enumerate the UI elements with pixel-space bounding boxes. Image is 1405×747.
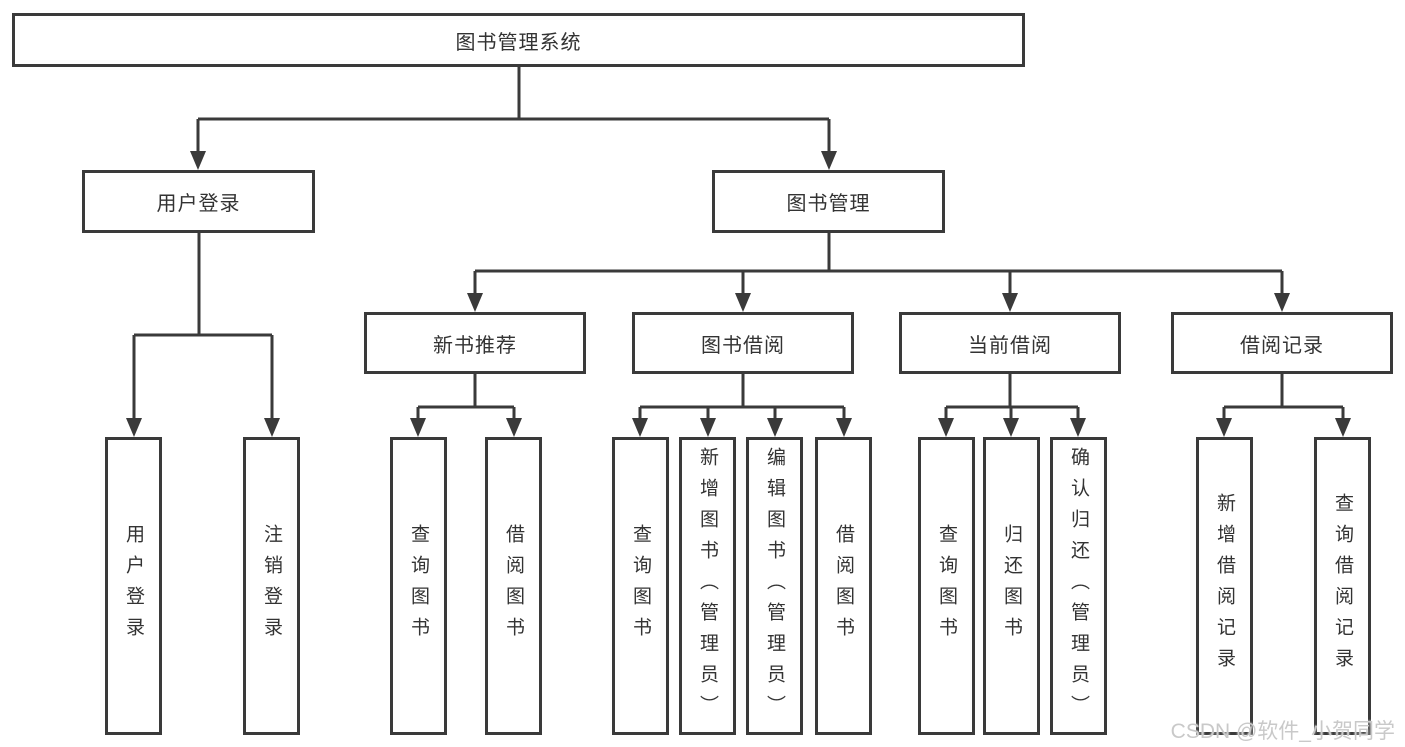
node-label: 确认归还（管理员） <box>1068 446 1089 726</box>
edge-lines <box>944 372 1080 422</box>
node-user-login-leaf: 用户登录 <box>105 437 162 735</box>
node-query-books-borrow: 查询图书 <box>612 437 669 735</box>
csdn-watermark: CSDN @软件_小贺同学 <box>1170 720 1395 743</box>
node-label: 查询图书 <box>936 524 957 648</box>
edge-lines <box>416 372 516 422</box>
node-label: 用户登录 <box>156 193 241 215</box>
arrowhead-down-icon <box>264 418 280 437</box>
node-label: 新增借阅记录 <box>1214 493 1235 679</box>
arrowhead-down-icon <box>767 418 783 437</box>
node-label: 编辑图书（管理员） <box>764 446 785 726</box>
arrowhead-down-icon <box>1274 293 1290 312</box>
node-query-books-recommend: 查询图书 <box>390 437 447 735</box>
arrowhead-down-icon <box>410 418 426 437</box>
node-library-system: 图书管理系统 <box>12 13 1025 67</box>
node-label: 当前借阅 <box>968 334 1052 357</box>
node-label: 借阅图书 <box>503 524 524 648</box>
edge-lines <box>1222 372 1345 422</box>
node-label: 查询图书 <box>630 524 651 648</box>
node-edit-book-admin: 编辑图书（管理员） <box>746 437 803 735</box>
arrowhead-down-icon <box>735 293 751 312</box>
node-label: 图书借阅 <box>701 334 785 357</box>
arrowhead-down-icon <box>1003 418 1019 437</box>
node-add-borrow-record: 新增借阅记录 <box>1196 437 1253 735</box>
node-user-login: 用户登录 <box>82 170 315 233</box>
edge-user-login-to-leaves <box>126 231 280 437</box>
edge-lines <box>638 372 846 422</box>
node-query-borrow-record: 查询借阅记录 <box>1314 437 1371 735</box>
edge-book-borrow-to-leaves <box>632 372 852 437</box>
arrowhead-down-icon <box>700 418 716 437</box>
node-label: 用户登录 <box>123 524 144 648</box>
node-label: 注销登录 <box>261 524 282 648</box>
edge-current-borrow-to-leaves <box>938 372 1086 437</box>
node-book-borrow: 图书借阅 <box>632 312 854 374</box>
node-label: 查询图书 <box>408 524 429 648</box>
arrowhead-down-icon <box>190 151 206 170</box>
edge-lines <box>132 231 274 422</box>
node-return-book: 归还图书 <box>983 437 1040 735</box>
arrowhead-down-icon <box>632 418 648 437</box>
node-label: 图书管理 <box>786 193 871 215</box>
node-logout: 注销登录 <box>243 437 300 735</box>
arrowhead-down-icon <box>938 418 954 437</box>
arrowhead-down-icon <box>1216 418 1232 437</box>
node-add-book-admin: 新增图书（管理员） <box>679 437 736 735</box>
node-label: 新增图书（管理员） <box>697 446 718 726</box>
node-label: 借阅图书 <box>833 524 854 648</box>
node-book-management: 图书管理 <box>712 170 945 233</box>
node-borrow-books-borrow: 借阅图书 <box>815 437 872 735</box>
arrowhead-down-icon <box>836 418 852 437</box>
node-label: 查询借阅记录 <box>1332 493 1353 679</box>
edge-borrow-record-to-leaves <box>1216 372 1351 437</box>
edge-lines <box>196 64 831 156</box>
arrowhead-down-icon <box>1070 418 1086 437</box>
edge-root-to-level2 <box>190 64 837 170</box>
arrowhead-down-icon <box>126 418 142 437</box>
edge-lines <box>473 231 1284 297</box>
node-current-borrow: 当前借阅 <box>899 312 1121 374</box>
arrowhead-down-icon <box>1335 418 1351 437</box>
arrowhead-down-icon <box>1002 293 1018 312</box>
node-new-book-recommend: 新书推荐 <box>364 312 586 374</box>
arrowhead-down-icon <box>467 293 483 312</box>
arrowhead-down-icon <box>821 151 837 170</box>
arrowhead-down-icon <box>506 418 522 437</box>
node-label: 借阅记录 <box>1240 334 1324 357</box>
node-label: 图书管理系统 <box>455 31 582 54</box>
node-borrow-books-recommend: 借阅图书 <box>485 437 542 735</box>
edge-new-book-to-leaves <box>410 372 522 437</box>
node-label: 归还图书 <box>1001 524 1022 648</box>
node-label: 新书推荐 <box>433 334 517 357</box>
node-query-books-current: 查询图书 <box>918 437 975 735</box>
edge-book-mgmt-to-level3 <box>467 231 1290 312</box>
node-confirm-return-admin: 确认归还（管理员） <box>1050 437 1107 735</box>
node-borrow-records: 借阅记录 <box>1171 312 1393 374</box>
